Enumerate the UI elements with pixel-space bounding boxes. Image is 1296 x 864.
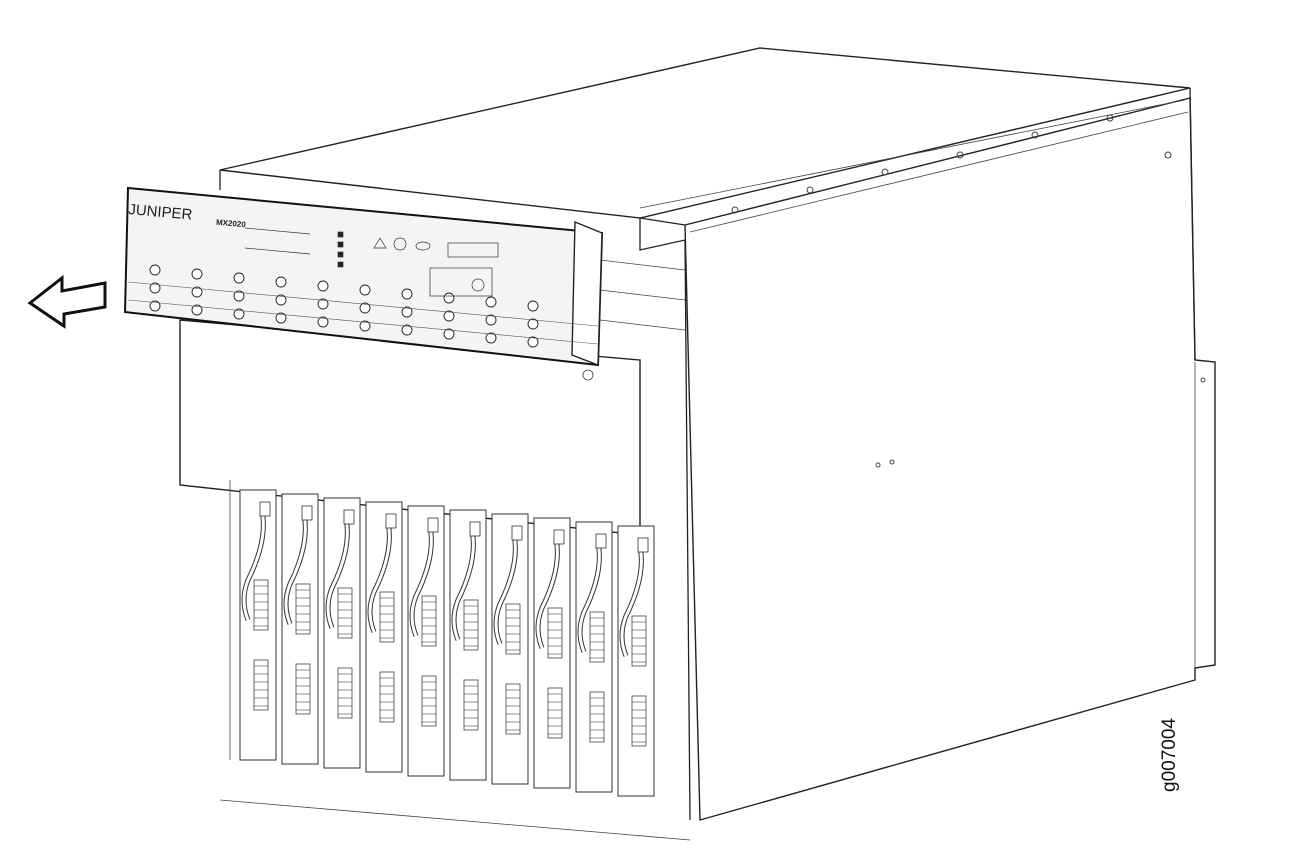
port-connector — [401, 324, 413, 336]
line-card — [323, 497, 361, 769]
line-card — [239, 489, 277, 761]
port-connector — [485, 332, 497, 344]
port-connector — [359, 320, 371, 332]
port-connector — [275, 312, 287, 324]
port-connector — [359, 302, 371, 314]
side-holes — [731, 114, 1206, 468]
port-connector — [317, 280, 329, 292]
port-connector — [485, 296, 497, 308]
line-card — [407, 505, 445, 777]
panel-leds — [244, 227, 499, 297]
port-connector — [233, 290, 245, 302]
line-card — [365, 501, 403, 773]
port-connector — [275, 294, 287, 306]
port-connector — [317, 298, 329, 310]
port-connector — [233, 308, 245, 320]
port-connector — [443, 328, 455, 340]
line-card-cage — [239, 489, 655, 797]
port-connector — [149, 282, 161, 294]
port-connector — [275, 276, 287, 288]
port-connector — [191, 304, 203, 316]
figure-id: g007004 — [1159, 718, 1180, 792]
port-connector — [527, 300, 539, 312]
port-connector — [149, 264, 161, 276]
line-card — [491, 513, 529, 785]
port-connector — [149, 300, 161, 312]
panel-ports — [127, 264, 599, 348]
port-connector — [443, 292, 455, 304]
port-connector — [401, 288, 413, 300]
port-connector — [359, 284, 371, 296]
juniper-logo: JUNIPER — [128, 201, 194, 224]
port-connector — [233, 272, 245, 284]
line-card — [575, 521, 613, 793]
port-connector — [527, 318, 539, 330]
line-card — [533, 517, 571, 789]
chassis-side — [684, 97, 1216, 821]
port-connector — [443, 310, 455, 322]
line-card — [617, 525, 655, 797]
arrow-left-icon — [27, 274, 107, 329]
port-connector — [401, 306, 413, 318]
port-connector — [485, 314, 497, 326]
line-card — [449, 509, 487, 781]
port-connector — [527, 336, 539, 348]
port-connector — [191, 286, 203, 298]
port-connector — [191, 268, 203, 280]
port-connector — [317, 316, 329, 328]
line-card — [281, 493, 319, 765]
